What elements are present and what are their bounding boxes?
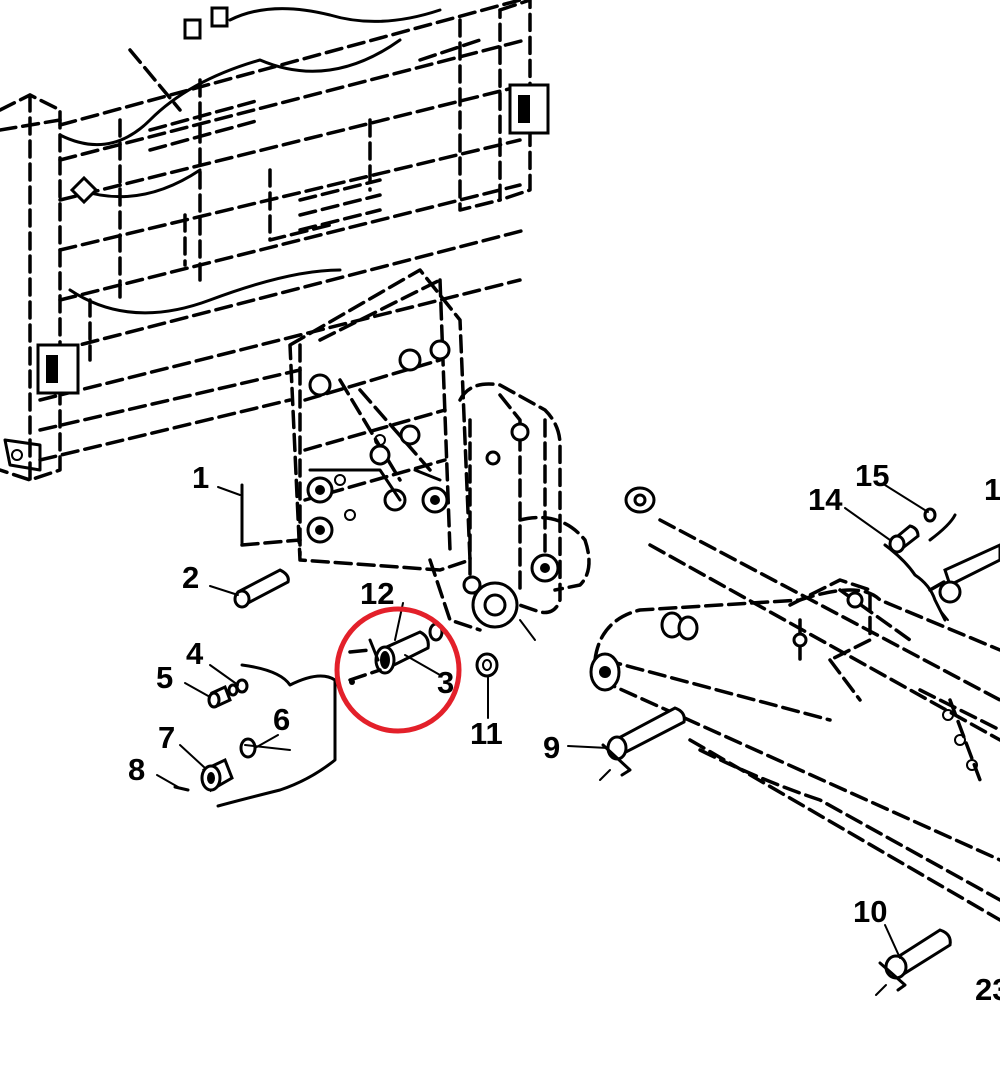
callout-4: 4	[186, 636, 204, 671]
callout-16: 1	[984, 472, 1000, 507]
callout-1: 1	[192, 460, 209, 495]
callout-10: 10	[853, 894, 887, 929]
callout-5: 5	[156, 660, 173, 695]
pin-9	[599, 706, 686, 781]
upper-frame	[0, 0, 550, 482]
callout-9: 9	[543, 730, 560, 765]
callout-12: 12	[360, 576, 394, 611]
pin-10	[875, 928, 952, 996]
callout-2: 2	[182, 560, 199, 595]
callout-8: 8	[128, 752, 145, 787]
mounting-bracket	[288, 268, 472, 572]
washer-11	[475, 652, 499, 678]
callout-14: 14	[808, 482, 843, 517]
highlight-circle	[334, 606, 462, 734]
bolt-14	[888, 507, 937, 554]
callout-23: 23	[975, 972, 1000, 1007]
boom-assembly	[589, 486, 1000, 922]
callout-11: 11	[470, 716, 503, 751]
part-3-pivot-pin	[348, 622, 444, 685]
part-1-rod	[240, 483, 302, 547]
callout-6: 6	[273, 702, 290, 737]
part-2-pin	[233, 568, 290, 609]
callout-7: 7	[158, 720, 175, 755]
pivot-arm	[428, 382, 591, 641]
small-hardware	[173, 663, 337, 808]
callout-15: 15	[855, 458, 889, 493]
callout-labels: 1 2 3 4 5 6 7 8 9 10 11 12 14 15 1 23	[128, 458, 1000, 1007]
callout-3: 3	[437, 665, 454, 700]
leader-lines	[156, 484, 929, 959]
